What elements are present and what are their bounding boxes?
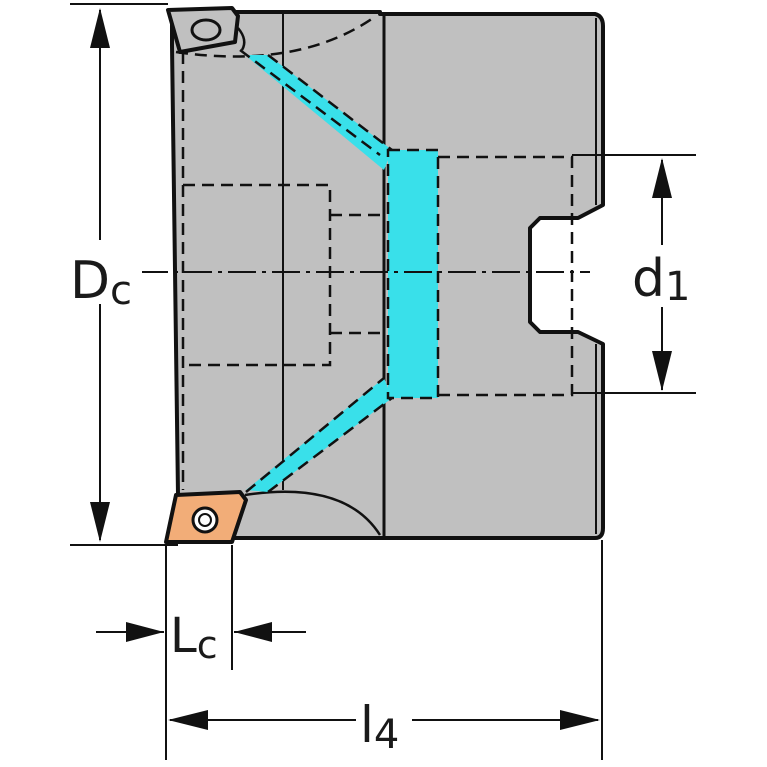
arrow-lc-right [234, 622, 272, 642]
dim-label-bg [66, 240, 142, 304]
arrow-l4-left [168, 710, 208, 730]
dim-label-lc: Lc [170, 608, 218, 667]
insert-screw-top [190, 18, 222, 42]
coolant-outline [386, 148, 440, 400]
insert-screw-hole [198, 513, 212, 527]
dim-label-d1: d1 [632, 249, 690, 310]
dim-label-l4: l4 [360, 696, 399, 758]
arrow-lc-left [126, 622, 164, 642]
hidden-bore-right [438, 155, 574, 397]
arrow-d1-bottom [652, 351, 672, 391]
coolant-channel-upper [245, 55, 392, 170]
hidden-bore-step [330, 213, 384, 335]
hidden-arc-top [175, 14, 377, 58]
dim-label-bg [356, 692, 412, 756]
insert-top [166, 6, 240, 54]
arc-bottom [244, 490, 382, 536]
dim-label-dc: Dc [70, 251, 132, 314]
arrow-dc-top [90, 8, 110, 48]
arrow-d1-top [652, 158, 672, 198]
hidden-bore [183, 183, 332, 367]
coolant-channel-lower [246, 378, 392, 492]
chip-breaker-mark [237, 27, 246, 51]
coolant-reservoir [388, 150, 438, 398]
arrow-l4-right [560, 710, 600, 730]
arrow-dc-bottom [90, 502, 110, 542]
coolant-outline [239, 49, 393, 493]
dim-label-bg [630, 245, 698, 307]
